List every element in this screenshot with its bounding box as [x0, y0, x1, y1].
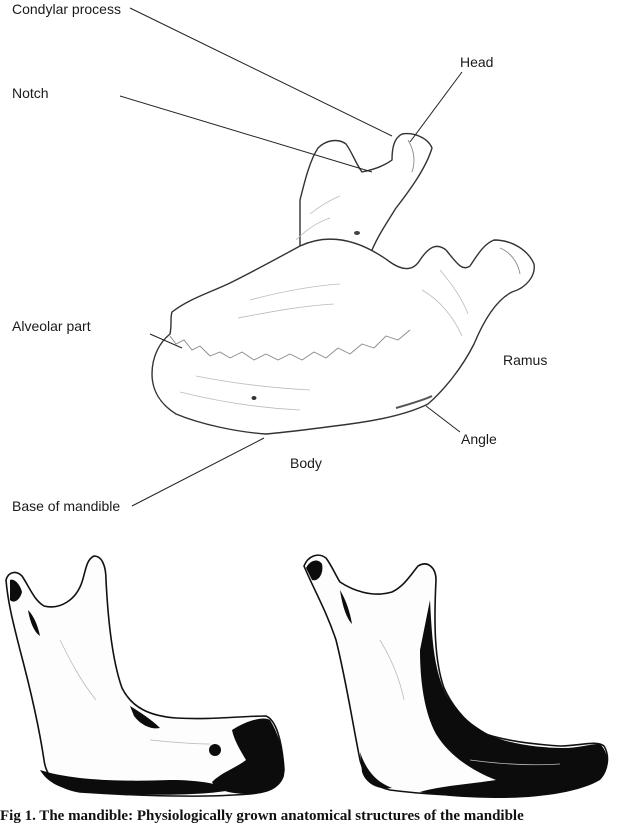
leader-condylar-process [129, 7, 393, 137]
label-body: Body [290, 455, 322, 471]
mental-foramen [209, 744, 221, 756]
leader-head [409, 71, 463, 143]
mandible-photo-right [303, 554, 609, 798]
mandible-line-drawing [151, 132, 535, 435]
label-condylar-process: Condylar process [12, 1, 121, 17]
label-head: Head [460, 54, 493, 70]
labels: Condylar process Head Notch Alveolar par… [12, 1, 547, 514]
label-alveolar-part: Alveolar part [12, 318, 91, 334]
figure-caption: Fig 1. The mandible: Physiologically gro… [0, 808, 524, 824]
mental-foramen [251, 396, 257, 400]
mandible-photo-left [5, 555, 285, 797]
label-ramus: Ramus [503, 352, 547, 368]
leader-notch [119, 95, 373, 173]
mandible-body [151, 238, 535, 435]
leader-base-of-mandible [131, 437, 265, 507]
leader-lines [119, 7, 463, 507]
leader-alveolar-part [149, 333, 183, 349]
leader-angle [425, 405, 461, 433]
alveolar-margin [169, 329, 411, 361]
label-notch: Notch [12, 85, 49, 101]
label-base-of-mandible: Base of mandible [12, 498, 120, 514]
label-angle: Angle [461, 431, 497, 447]
